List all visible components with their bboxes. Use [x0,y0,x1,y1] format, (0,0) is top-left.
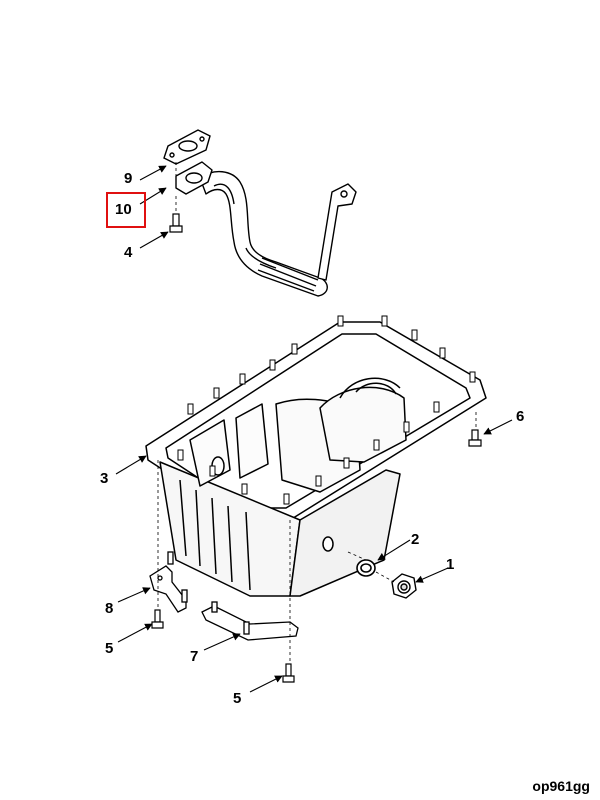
highlight-box [106,192,146,228]
bolt-lower-center[interactable] [282,663,295,683]
oil-pan-side-bolt[interactable] [468,429,482,447]
bolt-lower-left[interactable] [151,609,164,629]
leader-arrows [115,165,513,693]
callout-5-bottom[interactable]: 5 [233,690,242,707]
callout-3[interactable]: 3 [100,470,109,487]
callout-5-left[interactable]: 5 [105,640,114,657]
callout-8[interactable]: 8 [105,600,114,617]
drain-plug-seal[interactable] [356,559,376,577]
alignment-lines [157,162,477,664]
callout-9[interactable]: 9 [124,170,133,187]
pickup-tube-bolt[interactable] [169,213,183,233]
bracket-left[interactable] [149,551,188,613]
callout-2[interactable]: 2 [411,531,420,548]
callout-1[interactable]: 1 [446,556,455,573]
oil-pan[interactable] [145,321,487,597]
callout-7[interactable]: 7 [190,648,199,665]
figure-id-label: op961gg [532,778,590,794]
oil-pan-studs [177,315,476,505]
callout-10[interactable]: 10 [115,201,132,218]
callout-6[interactable]: 6 [516,408,525,425]
callout-4[interactable]: 4 [124,244,133,261]
pickup-tube-gasket[interactable] [163,129,211,165]
oil-pickup-tube[interactable] [175,161,357,297]
drain-plug[interactable] [391,573,417,599]
baffle-strip[interactable] [201,601,299,641]
